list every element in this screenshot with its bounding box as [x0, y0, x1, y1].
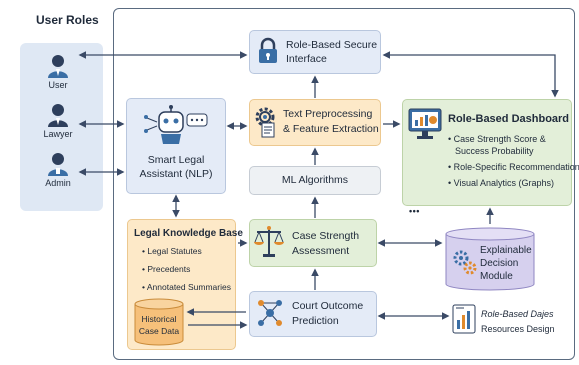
knowledge-item-2-text: Precedents: [147, 264, 191, 274]
network-icon: [258, 300, 282, 326]
dashboard-bullet-1a-text: Case Strength Score &: [453, 134, 546, 144]
secure-interface-line2: Interface: [286, 53, 327, 65]
admin-person-icon: [48, 153, 68, 176]
secure-interface-box: [249, 30, 381, 74]
assistant-line1: Smart Legal: [147, 154, 205, 166]
knowledge-item-2: • Precedents: [142, 264, 191, 274]
role-user-label: User: [48, 80, 68, 90]
resources-line2: Resources Design: [481, 324, 555, 334]
cogs-icon: [453, 250, 477, 275]
dashboard-bullet-1b: Success Probability: [455, 146, 534, 156]
robot-assistant-icon: [144, 105, 208, 144]
dashboard-title: Role-Based Dashboard: [448, 113, 570, 125]
lock-icon: [259, 37, 277, 63]
historical-database-icon: [134, 298, 184, 346]
lawyer-person-icon: [48, 104, 68, 127]
explainable-line3: Module: [480, 271, 513, 282]
court-outcome-line1: Court Outcome: [292, 300, 364, 312]
knowledge-item-1-text: Legal Statutes: [147, 246, 202, 256]
dashboard-bullet-2: • Role-Specific Recommendations: [448, 162, 579, 172]
dashboard-bullet-1a: • Case Strength Score &: [448, 134, 546, 144]
assistant-line2: Assistant (NLP): [139, 168, 213, 180]
role-lawyer-label: Lawyer: [43, 129, 73, 139]
knowledge-item-1: • Legal Statutes: [142, 246, 202, 256]
document-icon: [261, 122, 275, 138]
ml-algorithms-label: ML Algorithms: [281, 174, 349, 186]
ellipsis: • • •: [409, 206, 420, 216]
explainable-line1: Explainable: [480, 245, 532, 256]
report-chart-icon: [452, 304, 476, 334]
knowledge-item-3: • Annotated Summaries: [142, 282, 231, 292]
court-outcome-line2: Prediction: [292, 315, 339, 327]
case-strength-line1: Case Strength: [292, 230, 360, 242]
dashboard-bullet-3: • Visual Analytics (Graphs): [448, 178, 555, 188]
scales-of-justice-icon: [254, 226, 284, 257]
explainable-line2: Decision: [480, 258, 519, 269]
knowledge-base-title: Legal Knowledge Base: [134, 228, 243, 239]
role-admin-label: Admin: [45, 178, 71, 188]
dashboard-monitor-icon: [408, 108, 442, 139]
main-frame: [113, 8, 575, 360]
knowledge-item-3-text: Annotated Summaries: [146, 282, 231, 292]
resources-line1: Role-Based Dajes: [481, 309, 554, 319]
arrow-interface-dashboard: [382, 51, 559, 98]
secure-interface-line1: Role-Based Secure: [286, 39, 378, 51]
preprocessing-line1: Text Preprocessing: [283, 108, 373, 120]
user-person-icon: [48, 55, 68, 78]
ml-algorithms-box: [249, 166, 381, 195]
historical-line1: Historical: [141, 314, 177, 324]
historical-line2: Case Data: [138, 326, 180, 336]
preprocessing-line2: & Feature Extraction: [283, 123, 379, 135]
dashboard-bullet-3-text: Visual Analytics (Graphs): [453, 178, 555, 188]
user-roles-title: User Roles: [36, 13, 99, 27]
case-strength-line2: Assessment: [292, 245, 350, 257]
explainable-database-icon: [445, 227, 535, 291]
dashboard-bullet-2-text: Role-Specific Recommendations: [453, 162, 579, 172]
